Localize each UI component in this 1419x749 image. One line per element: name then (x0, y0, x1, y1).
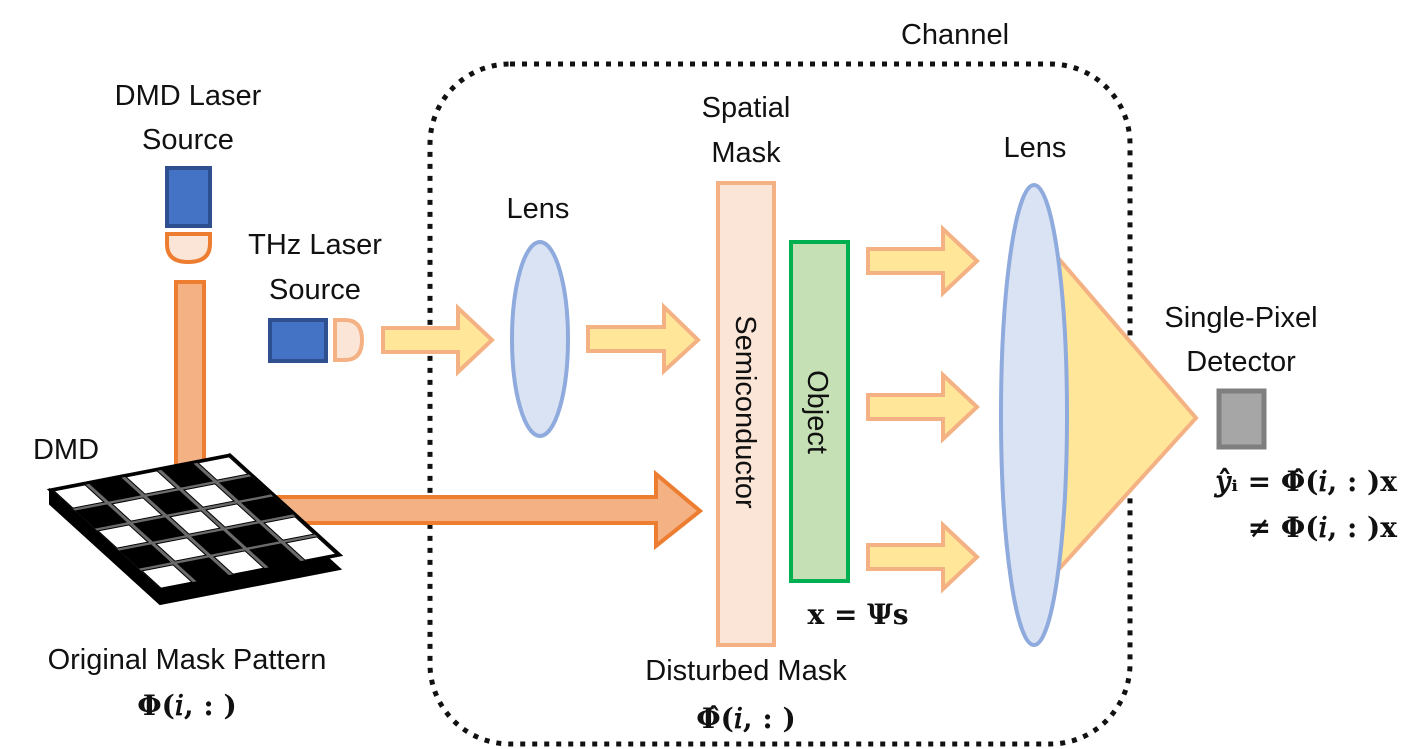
lens-beam-arrow (586, 302, 701, 376)
y-hat-equation-line2: ≠ 𝚽(𝑖, : )𝐱 (1248, 511, 1398, 544)
dmd-mirror (160, 463, 214, 488)
dmd-label: DMD (33, 434, 99, 466)
dmd-mirror (140, 564, 194, 589)
dmd-mirror (146, 490, 200, 515)
dmd-laser-source-label-1: DMD Laser (115, 80, 262, 112)
object-beam-arrow-top (866, 224, 980, 298)
single-pixel-detector (1216, 388, 1267, 450)
dmd-mirror (88, 477, 142, 502)
lens-right-label: Lens (1004, 132, 1067, 164)
dmd-mirror (168, 510, 222, 535)
dmd-mirror (212, 550, 266, 575)
dmd-mirror (118, 544, 172, 569)
dmd-mirror (226, 523, 280, 548)
thz-laser-aperture (333, 318, 365, 362)
y-hat-equation-line1: 𝑦̂ᵢ = 𝚽̂(𝑖, : )𝐱 (1213, 465, 1397, 498)
spatial-mask-label-2: Mask (711, 137, 781, 169)
lens-left (510, 240, 570, 438)
dmd-mirror (176, 557, 230, 582)
dmd-mirror (284, 536, 338, 561)
object-label: Object (801, 370, 833, 454)
dmd-mirror (204, 503, 258, 528)
dmd-mirror (52, 484, 106, 509)
dmd-mirror (196, 456, 250, 481)
phi-disturbed: 𝚽̂(𝑖, : ) (696, 702, 795, 735)
spatial-mask-label-1: Spatial (702, 92, 791, 124)
semiconductor-slab (716, 181, 776, 647)
dmd-mirror (182, 483, 236, 508)
dmd-mirror (248, 543, 302, 568)
lens-right (999, 183, 1069, 647)
dmd-mirror (262, 516, 316, 541)
single-pixel-label-1: Single-Pixel (1164, 302, 1317, 334)
thz-laser-source-label-1: THz Laser (248, 229, 382, 261)
object-slab (789, 240, 850, 583)
disturbed-mask-label: Disturbed Mask (645, 655, 847, 687)
lens-left-label: Lens (507, 193, 570, 225)
dmd-mirror (124, 470, 178, 495)
dmd-laser-body (165, 166, 212, 228)
single-pixel-label-2: Detector (1186, 346, 1296, 378)
dmd-mirror (154, 537, 208, 562)
dmd-mirror (132, 517, 186, 542)
dmd-mirror (240, 496, 294, 521)
dmd-mirror (190, 530, 244, 555)
dmd-device (46, 452, 344, 606)
object-beam-arrow-middle (866, 370, 980, 444)
phi-original: 𝚽(𝑖, : ) (137, 689, 236, 722)
dmd-mirror (218, 476, 272, 501)
object-beam-arrow-bottom (866, 520, 980, 594)
dmd-mirror (96, 524, 150, 549)
dmd-mirror (74, 504, 128, 529)
dmd-mirror (110, 497, 164, 522)
original-mask-pattern-label: Original Mask Pattern (48, 644, 327, 676)
channel-label: Channel (901, 19, 1009, 51)
dmd-laser-aperture (165, 232, 212, 265)
thz-laser-body (268, 318, 328, 363)
semiconductor-label: Semiconductor (729, 315, 761, 509)
thz-beam-arrow (381, 303, 495, 377)
thz-laser-source-label-2: Source (269, 274, 361, 306)
x-equation: 𝐱 = 𝚿𝐬 (808, 598, 909, 631)
dmd-laser-source-label-2: Source (142, 124, 234, 156)
